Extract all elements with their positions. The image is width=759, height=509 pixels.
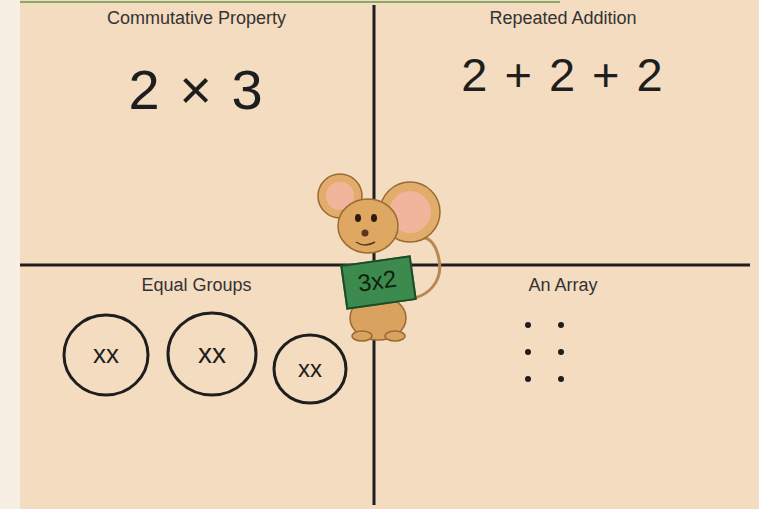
multiplication-expression: 2 × 3 [20,58,373,122]
addition-expression: 2 + 2 + 2 [376,48,750,102]
green-sign: 3x2 [340,255,417,309]
quadrant-panel: Repeated Addition 2 + 2 + 2 [376,0,750,263]
group-circle: xx [62,313,150,397]
chart-ground [20,0,759,509]
quadrant-heading: An Array [376,275,750,296]
dot-array [525,322,564,382]
quadrant-heading: Equal Groups [20,275,373,296]
quadrant-panel: Equal Groupsxxxxxx [20,267,373,507]
quadrant-heading: Repeated Addition [376,8,750,29]
group-circle: xx [166,311,258,397]
quadrant-panel: Commutative Property 2 × 3 [20,0,373,263]
group-circle: xx [272,333,348,405]
quadrant-heading: Commutative Property [20,8,373,29]
mouse-illustration [318,174,440,341]
group-marks: xx [272,355,348,383]
top-edge-line [20,1,560,3]
group-marks: xx [166,338,258,370]
sign-expression: 3x2 [356,264,398,297]
divider-vertical [373,5,376,505]
quadrant-panel: An Array [376,267,750,507]
group-marks: xx [62,340,150,370]
